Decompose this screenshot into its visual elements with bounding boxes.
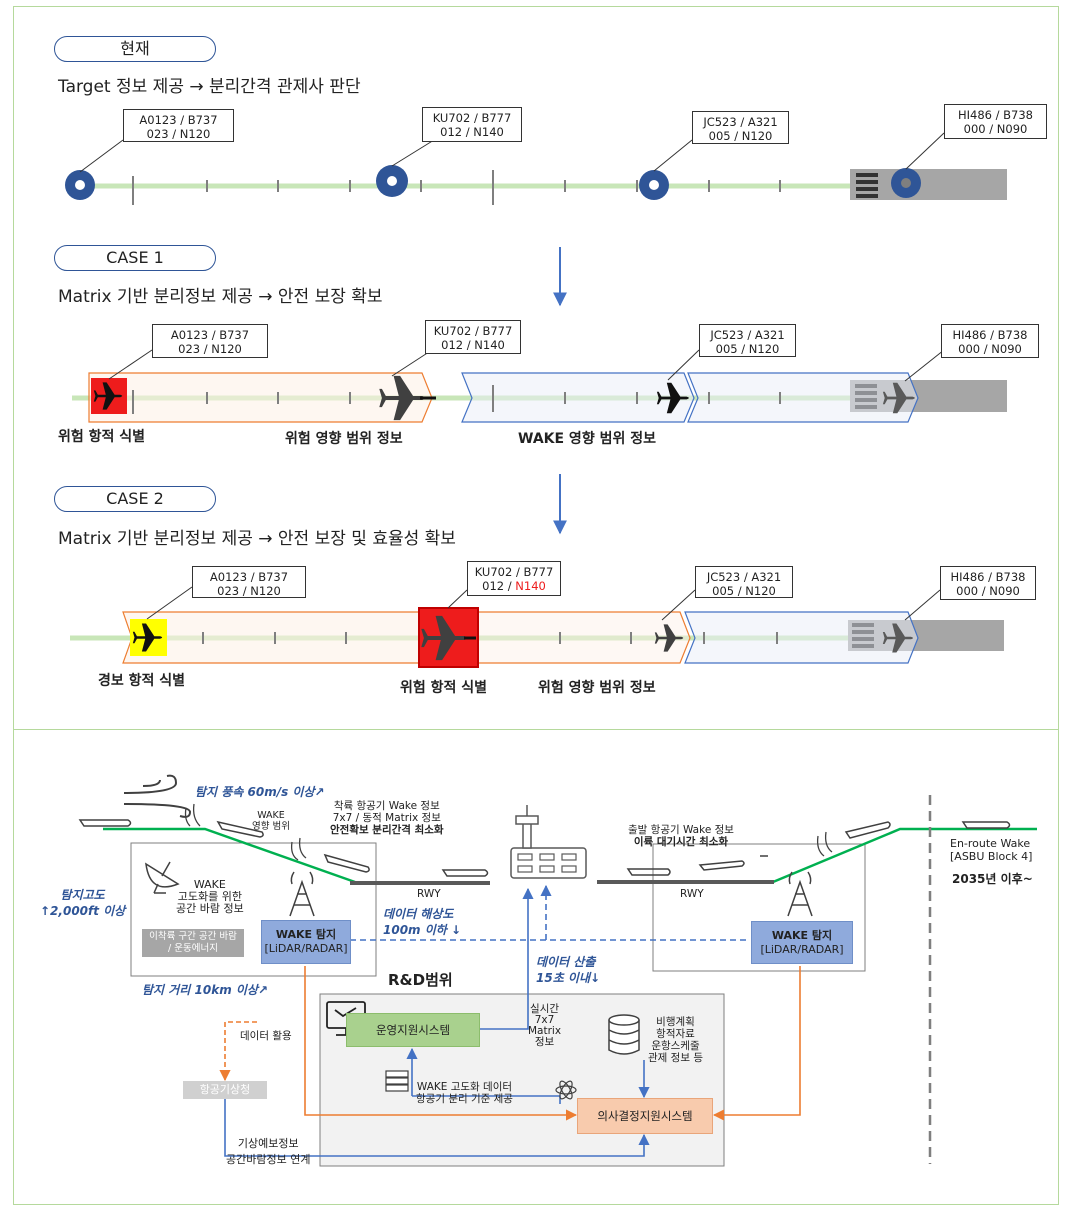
pill-case1: CASE 1	[54, 245, 216, 271]
altitude-label: 탐지고도↑2,000ft 이상	[40, 888, 126, 918]
row-case2-track	[70, 586, 1004, 668]
wake-detect-left: WAKE 탐지[LiDAR/RADAR]	[261, 920, 351, 964]
case2-alert-label: 경보 항적 식별	[98, 673, 186, 689]
met-office: 항공기상청	[183, 1081, 267, 1099]
enroute-info: En-route Wake[ASBU Block 4]	[950, 837, 1033, 863]
year-label: 2035년 이후~	[952, 872, 1033, 886]
pill-current: 현재	[54, 36, 216, 62]
rnd-scope-title: R&D범위	[388, 971, 453, 989]
case2-danger-label: 위험 항적 식별	[400, 680, 488, 696]
rwy-left-label: RWY	[417, 888, 441, 900]
rwy-right-label: RWY	[680, 888, 704, 900]
row-case1-track	[72, 349, 1007, 423]
ops-support-system: 운영지원시스템	[346, 1013, 480, 1047]
bottom-panel-frame	[13, 729, 1059, 1205]
case2-range-label: 위험 영향 범위 정보	[538, 680, 656, 696]
data-use-label: 데이터 활용	[240, 1030, 292, 1042]
case1-wake-label: WAKE 영향 범위 정보	[518, 431, 656, 447]
distance-label: 탐지 거리 10km 이상↗	[142, 983, 269, 997]
row-current-track	[65, 132, 1007, 205]
title-case2: Matrix 기반 분리정보 제공 → 안전 보장 및 효율성 확보	[58, 529, 456, 549]
n140-highlight: N140	[515, 579, 546, 593]
title-case1: Matrix 기반 분리정보 제공 → 안전 보장 확보	[58, 287, 383, 307]
gray-kinetic-box: 이착륙 구간 공간 바람/ 운동에너지	[142, 929, 244, 957]
pill-case2: CASE 2	[54, 486, 216, 512]
case1-range-label: 위험 영향 범위 정보	[285, 431, 403, 447]
decision-support-system: 의사결정지원시스템	[577, 1098, 713, 1134]
wake-detect-right: WAKE 탐지[LiDAR/RADAR]	[751, 921, 853, 964]
case1-danger-label: 위험 항적 식별	[58, 429, 146, 445]
wind-speed-label: 탐지 풍속 60m/s 이상↗	[195, 785, 325, 799]
title-current: Target 정보 제공 → 분리간격 관제사 판단	[58, 77, 361, 97]
